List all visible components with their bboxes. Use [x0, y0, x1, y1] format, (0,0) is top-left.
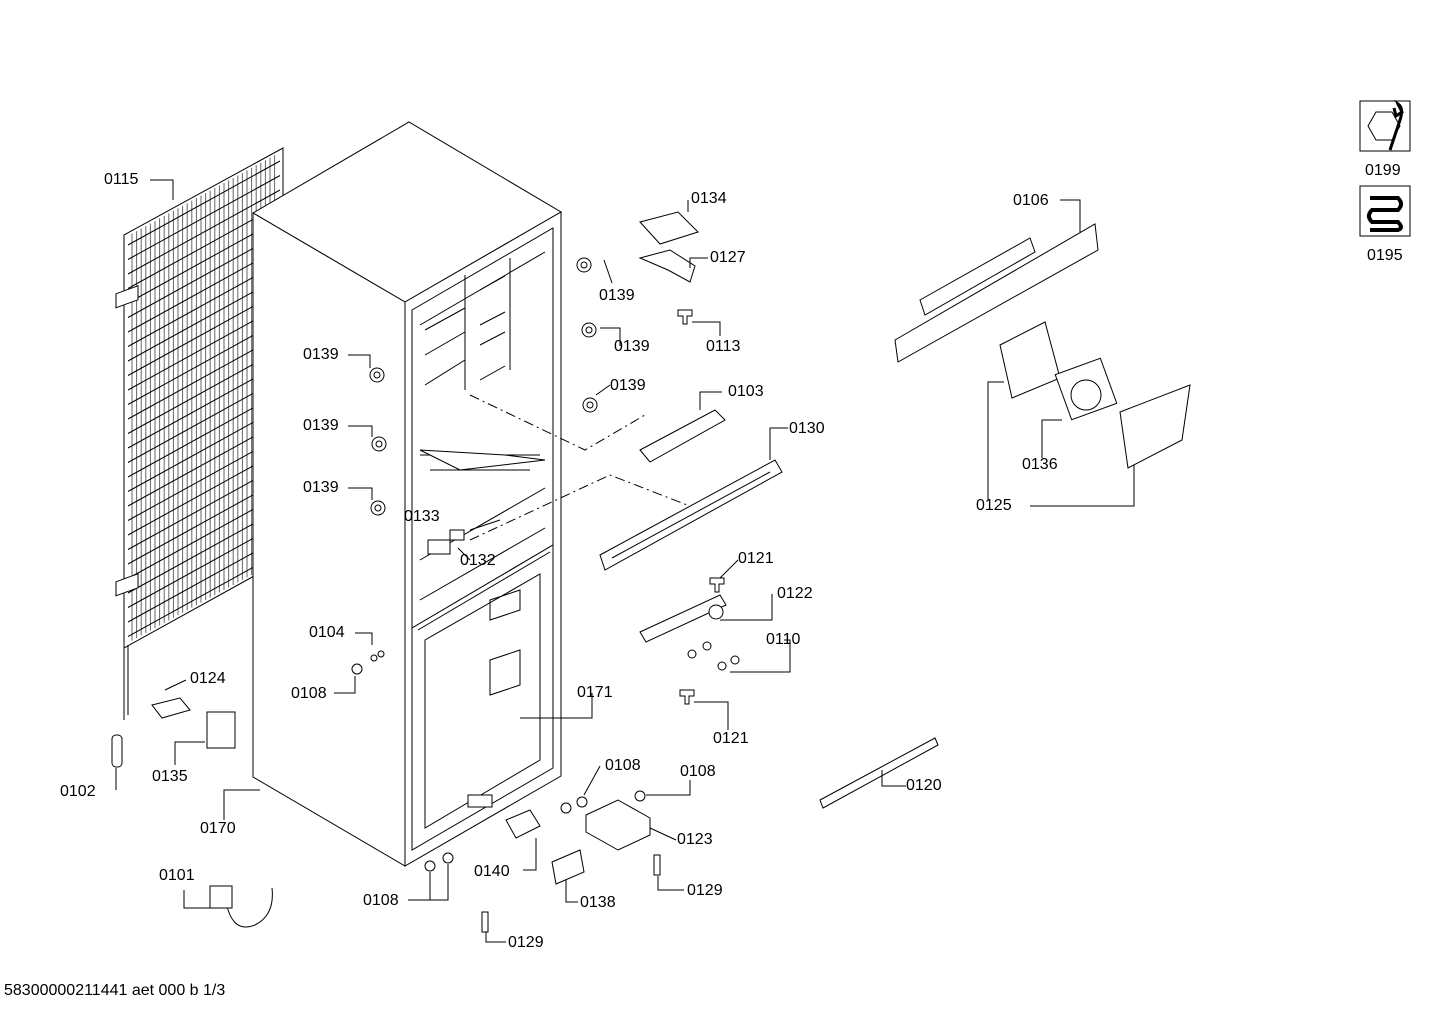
label-0101: 0101 — [159, 867, 195, 884]
label-0171: 0171 — [577, 684, 613, 701]
wrench-hexnut-icon — [1359, 99, 1411, 152]
label-0124: 0124 — [190, 670, 226, 687]
label-0115: 0115 — [104, 171, 139, 188]
coil-icon — [1359, 185, 1411, 237]
label-0104: 0104 — [309, 624, 345, 641]
label-0123: 0123 — [677, 831, 713, 848]
label-0139: 0139 — [303, 346, 339, 363]
label-0139: 0139 — [614, 338, 650, 355]
label-0130: 0130 — [789, 420, 825, 437]
label-0170: 0170 — [200, 820, 236, 837]
label-0136: 0136 — [1022, 456, 1058, 473]
label-0133: 0133 — [404, 508, 440, 525]
label-0103: 0103 — [728, 383, 764, 400]
parts-small — [111, 211, 1191, 933]
label-0121: 0121 — [738, 550, 774, 567]
label-0108: 0108 — [605, 757, 641, 774]
label-0139: 0139 — [303, 479, 339, 496]
label-0122: 0122 — [777, 585, 813, 602]
label-0129: 0129 — [687, 882, 723, 899]
document-id-footer: 58300000211441 aet 000 b 1/3 — [4, 982, 226, 999]
label-0139: 0139 — [610, 377, 646, 394]
label-0195: 0195 — [1367, 247, 1403, 264]
leader-lines — [115, 179, 1135, 943]
label-0108: 0108 — [680, 763, 716, 780]
label-0125: 0125 — [976, 497, 1012, 514]
label-0135: 0135 — [152, 768, 188, 785]
label-0120: 0120 — [906, 777, 942, 794]
label-0121: 0121 — [713, 730, 749, 747]
label-0127: 0127 — [710, 249, 746, 266]
label-0108: 0108 — [363, 892, 399, 909]
label-0110: 0110 — [766, 631, 801, 648]
cabinet-body — [252, 121, 562, 867]
label-0102: 0102 — [60, 783, 96, 800]
label-0139: 0139 — [599, 287, 635, 304]
label-0113: 0113 — [706, 338, 741, 355]
label-0108: 0108 — [291, 685, 327, 702]
label-0138: 0138 — [580, 894, 616, 911]
label-0106: 0106 — [1013, 192, 1049, 209]
label-0132: 0132 — [460, 552, 496, 569]
label-0139: 0139 — [303, 417, 339, 434]
label-0140: 0140 — [474, 863, 510, 880]
label-0129: 0129 — [508, 934, 544, 951]
label-0134: 0134 — [691, 190, 727, 207]
label-0199: 0199 — [1365, 162, 1401, 179]
